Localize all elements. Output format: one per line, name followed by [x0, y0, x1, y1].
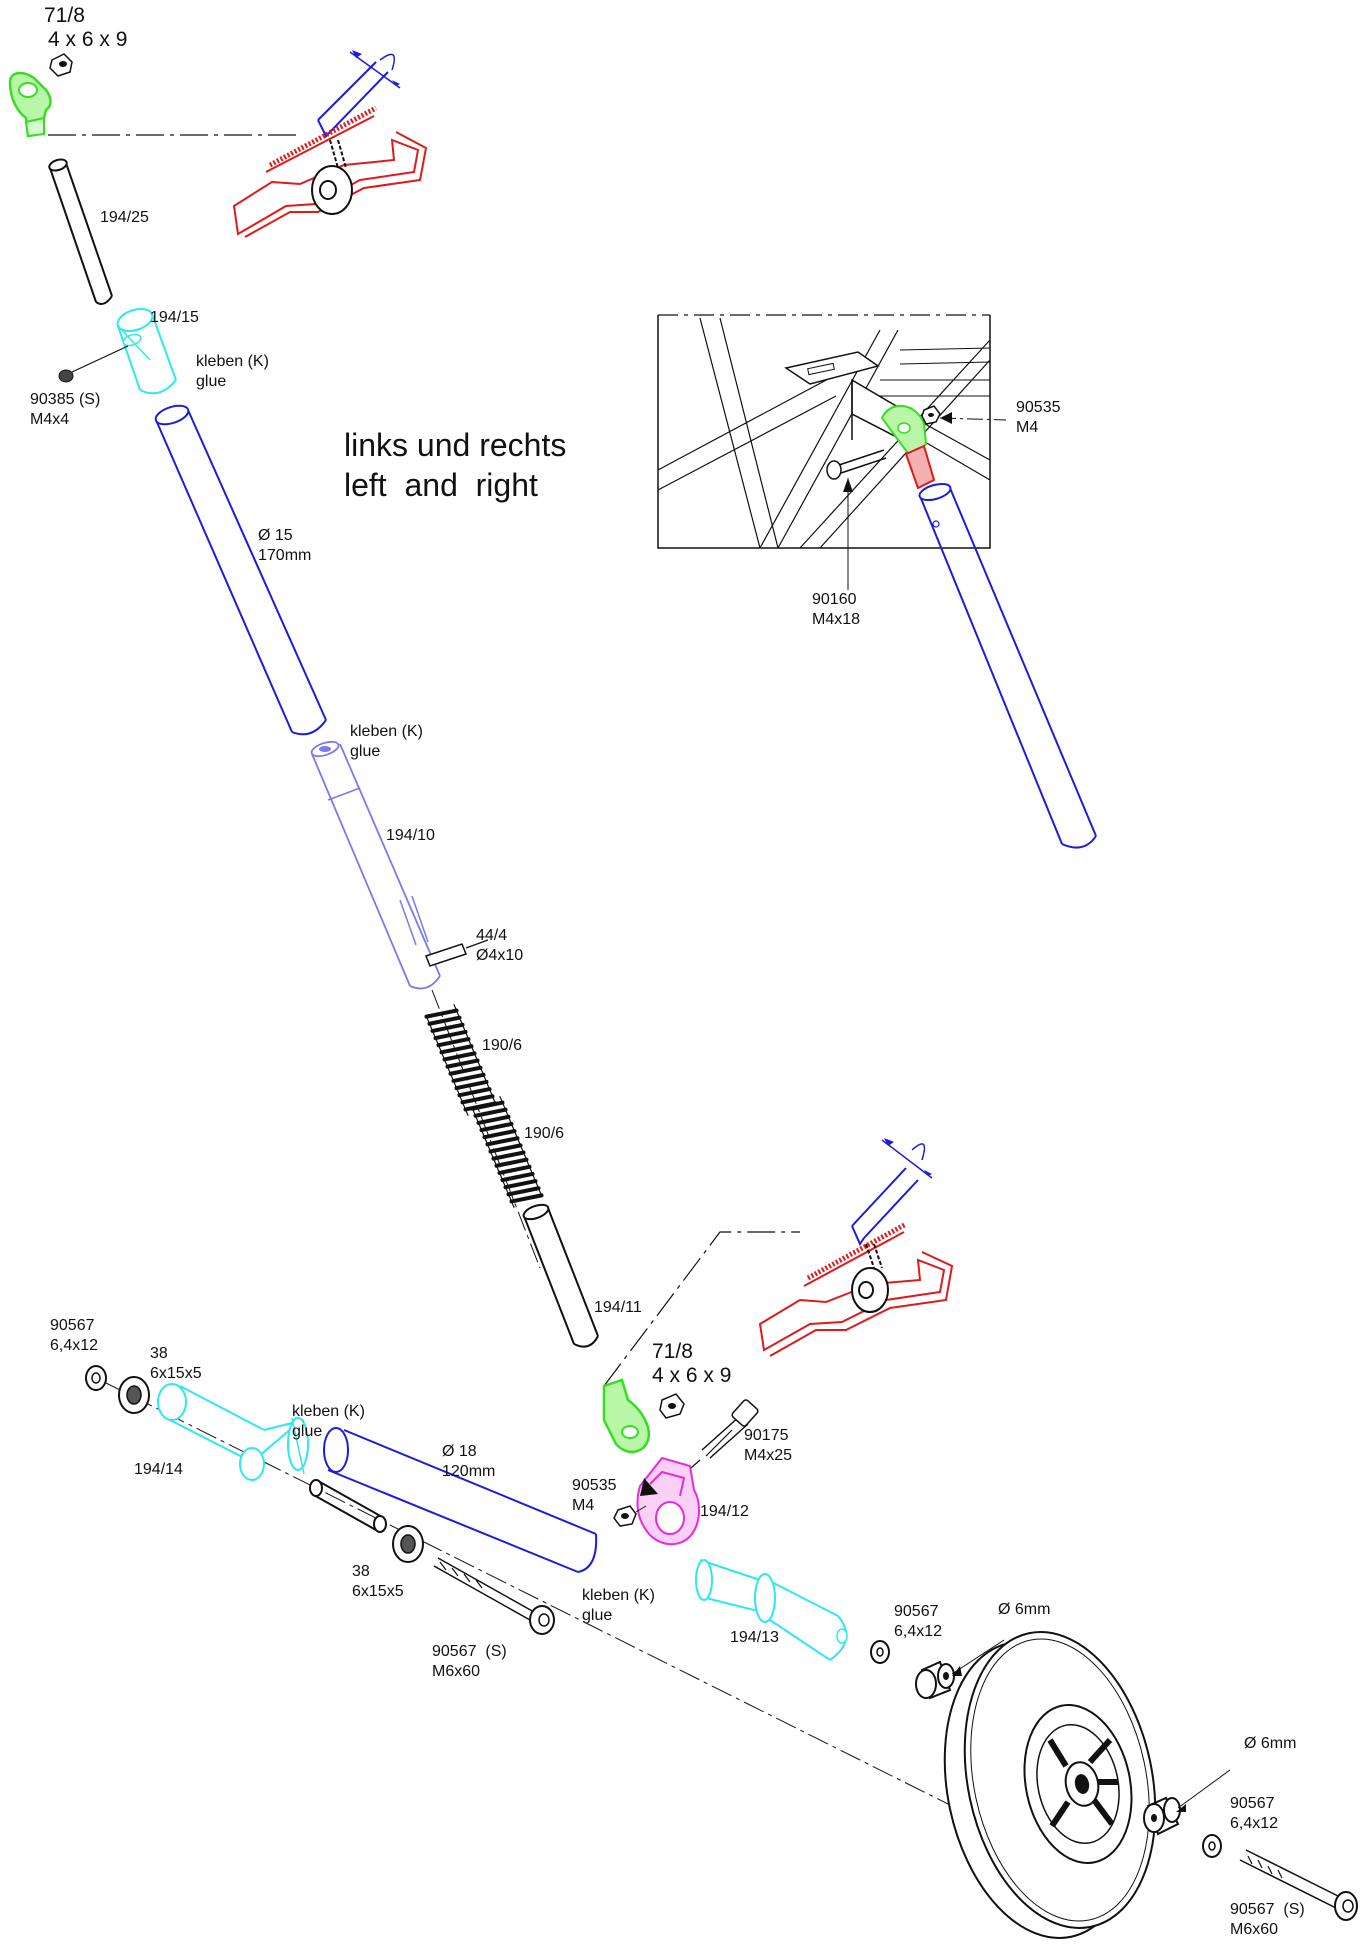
- inset-frame-detail: [657, 314, 1097, 849]
- label-glue-3-de: kleben (K): [292, 1403, 365, 1420]
- label-194-11: 194/11: [594, 1299, 642, 1316]
- nut-90535: [613, 1505, 647, 1527]
- washer-90567-wheel: [1202, 1834, 1222, 1858]
- heading-line-1: links und rechts: [344, 427, 566, 463]
- label-wheel-bore-2: Ø 6mm: [1244, 1735, 1296, 1752]
- label-bushing-b-size: 6x15x5: [352, 1583, 404, 1600]
- tube-18-120mm-blue: [323, 1427, 598, 1573]
- label-bolt-wheel-size: M6x60: [1230, 1921, 1278, 1938]
- label-washer-left-size: 6,4x12: [50, 1337, 98, 1354]
- label-bottom-rod-end-part: 71/8: [652, 1340, 693, 1363]
- label-inset-screw-part: 90160: [812, 591, 857, 608]
- label-bushing-b-part: 38: [352, 1563, 370, 1580]
- wheel: [943, 1631, 1157, 1939]
- sleeve-194-14-cyan: [157, 1383, 309, 1481]
- clamp-194-12-magenta: [636, 1456, 700, 1545]
- label-glue-1-de: kleben (K): [196, 353, 269, 370]
- label-inset-nut-part: 90535: [1016, 399, 1061, 416]
- label-90385-size: M4x4: [30, 411, 69, 428]
- label-tube-18-len: 120mm: [442, 1463, 495, 1480]
- label-top-rod-end-part: 71/8: [44, 4, 85, 27]
- washer-90567-left: [85, 1365, 107, 1391]
- label-tube-15-dia: Ø 15: [258, 527, 293, 544]
- label-44-4-part: 44/4: [476, 927, 507, 944]
- top-control-horn-red: [232, 105, 428, 238]
- set-screw-90385: [58, 345, 129, 383]
- label-tube-18-dia: Ø 18: [442, 1443, 477, 1460]
- tube-194-25: [48, 158, 113, 305]
- label-90535-part: 90535: [572, 1477, 617, 1494]
- label-washer-right-size: 6,4x12: [894, 1623, 942, 1640]
- label-194-14: 194/14: [134, 1461, 183, 1478]
- label-194-25: 194/25: [100, 209, 149, 226]
- top-rod-end-green: [8, 71, 52, 138]
- top-servo-pushrod: [317, 50, 401, 138]
- label-inset-screw-size: M4x18: [812, 611, 860, 628]
- label-glue-4-de: kleben (K): [582, 1587, 655, 1604]
- label-washer-wheel-size: 6,4x12: [1230, 1815, 1278, 1832]
- labels: 71/8 4 x 6 x 9 194/25 194/15 kleben (K) …: [30, 4, 1305, 1938]
- label-90385-part: 90385 (S): [30, 391, 100, 408]
- top-nut-part: [49, 53, 73, 77]
- label-tube-15-len: 170mm: [258, 547, 311, 564]
- label-90535-size: M4: [572, 1497, 594, 1514]
- label-spring-1: 190/6: [482, 1037, 522, 1054]
- label-90175-size: M4x25: [744, 1447, 792, 1464]
- label-bottom-rod-end-size: 4 x 6 x 9: [652, 1364, 731, 1387]
- spring-190-6-upper: [424, 1003, 498, 1117]
- bottom-control-horn-assembly: [603, 1138, 954, 1387]
- label-glue-4-en: glue: [582, 1607, 612, 1624]
- sleeve-194-13-cyan: [695, 1559, 848, 1661]
- bottom-rod-end-green: [602, 1378, 685, 1453]
- label-glue-1-en: glue: [196, 373, 226, 390]
- bolt-90567-left: [433, 1557, 555, 1635]
- label-washer-right-part: 90567: [894, 1603, 939, 1620]
- pin-44-4: [425, 939, 489, 967]
- wheel-collar-right: [1143, 1769, 1231, 1836]
- bushing-38-middle: [392, 1525, 424, 1563]
- label-wheel-bore-1: Ø 6mm: [998, 1601, 1050, 1618]
- label-194-10: 194/10: [386, 827, 435, 844]
- label-bolt-left-part: 90567 (S): [432, 1643, 507, 1660]
- sleeve-194-15-cyan: [116, 307, 177, 395]
- tube-194-10-lightblue: [310, 740, 441, 990]
- label-glue-2-en: glue: [350, 743, 380, 760]
- rod-194-11: [522, 1203, 599, 1348]
- label-spring-2: 190/6: [524, 1125, 564, 1142]
- label-194-12: 194/12: [700, 1503, 749, 1520]
- bushing-38-left: [118, 1376, 150, 1414]
- label-bolt-wheel-part: 90567 (S): [1230, 1901, 1305, 1918]
- label-bushing-a-part: 38: [150, 1345, 168, 1362]
- label-194-13: 194/13: [730, 1629, 779, 1646]
- heading-line-2: left and right: [344, 467, 538, 503]
- tube-15-170mm-blue: [154, 404, 327, 736]
- label-glue-3-en: glue: [292, 1423, 322, 1440]
- top-rod-end-assembly: [8, 50, 428, 305]
- label-90175-part: 90175: [744, 1427, 789, 1444]
- label-44-4-size: Ø4x10: [476, 947, 523, 964]
- label-glue-2-de: kleben (K): [350, 723, 423, 740]
- bolt-90567-wheel: [1239, 1849, 1358, 1921]
- washer-90567-right: [870, 1640, 890, 1664]
- label-washer-left-part: 90567: [50, 1317, 95, 1334]
- label-top-rod-end-size: 4 x 6 x 9: [48, 28, 127, 51]
- label-inset-nut-size: M4: [1016, 419, 1038, 436]
- axle-rod-small: [309, 1479, 387, 1533]
- label-washer-wheel-part: 90567: [1230, 1795, 1275, 1812]
- wheel-collar-left: [915, 1639, 1005, 1700]
- label-bolt-left-size: M6x60: [432, 1663, 480, 1680]
- spring-190-6-lower: [470, 1095, 544, 1209]
- label-194-15: 194/15: [150, 309, 199, 326]
- label-bushing-a-size: 6x15x5: [150, 1365, 202, 1382]
